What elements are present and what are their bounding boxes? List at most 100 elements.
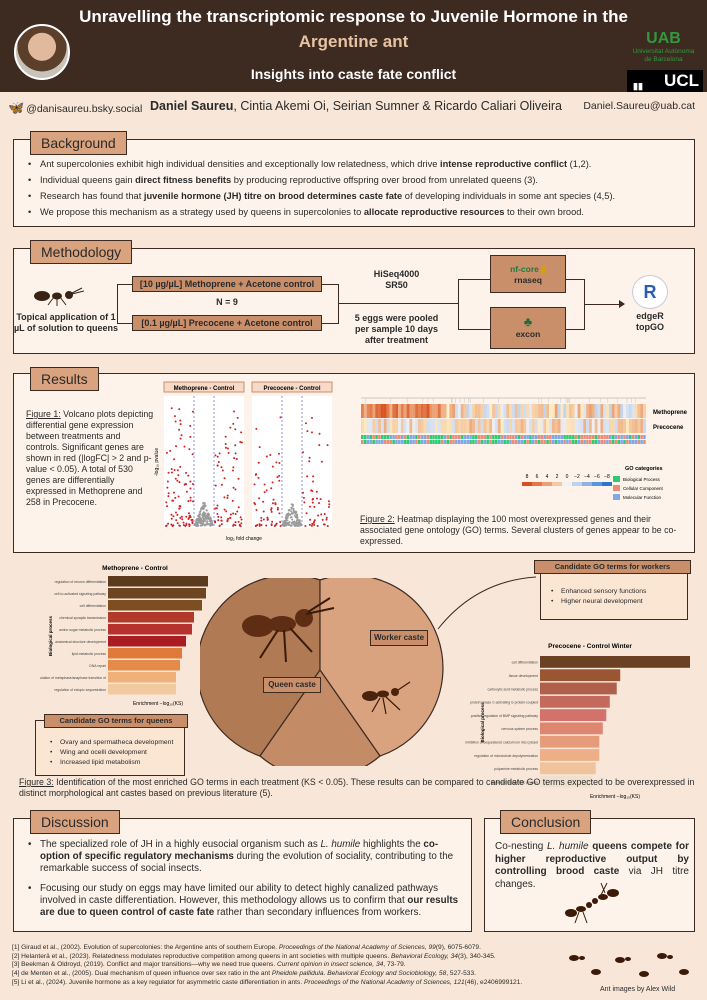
go-annotation-cell	[540, 435, 544, 439]
volcano-point-sig	[223, 508, 226, 511]
volcano-point-sig	[191, 500, 194, 503]
heatmap-cell	[549, 419, 553, 433]
volcano-point-sig	[217, 460, 220, 463]
candidate-go-term: Wing and ocelli development	[50, 749, 180, 756]
discussion-section: The specialized role of JH in a highly e…	[13, 818, 472, 932]
volcano-point-ns	[285, 514, 288, 517]
heatmap-cell	[435, 419, 439, 433]
heatmap-cell	[634, 404, 638, 418]
volcano-point-sig	[226, 494, 229, 497]
go-annotation-cell	[506, 440, 509, 444]
go-annotation-cell	[420, 435, 424, 439]
go-annotation-cell	[500, 440, 504, 444]
go-annotation-cell	[380, 435, 384, 439]
volcano-point-sig	[175, 445, 178, 448]
volcano-point-sig	[174, 477, 177, 480]
heatmap-cell	[363, 404, 367, 418]
go-annotation-cell	[514, 440, 518, 444]
heatmap-scale-label: −4	[584, 474, 590, 480]
volcano-point-sig	[275, 522, 278, 525]
heatmap-cell	[503, 419, 507, 433]
volcano-point-sig	[220, 519, 223, 522]
conclusion-section: Co-nesting L. humile queens compete for …	[484, 818, 695, 932]
volcano-point-sig	[327, 500, 330, 503]
heatmap-cell	[617, 404, 621, 418]
go-annotation-cell	[549, 435, 552, 439]
volcano-point-ns	[206, 522, 209, 525]
volcano-point-ns	[291, 518, 294, 521]
go-annotation-cell	[640, 435, 643, 439]
enrichment-bar	[108, 648, 182, 659]
volcano-point-sig	[312, 497, 315, 500]
go-annotation-cell	[597, 440, 601, 444]
heatmap-cell	[591, 419, 595, 433]
volcano-point-sig	[172, 491, 175, 494]
bluesky-handle[interactable]: 🦋@danisaureu.bsky.social	[8, 100, 143, 115]
volcano-point-sig	[232, 466, 235, 469]
heatmap-cell	[475, 419, 478, 433]
reference-item: [3] Beekman & Oldroyd, (2019). Conflict …	[12, 961, 406, 969]
go-annotation-cell	[560, 440, 564, 444]
go-annotation-cell	[637, 440, 640, 444]
conclusion-title: Conclusion	[500, 810, 592, 834]
heatmap-cell	[540, 419, 544, 433]
go-annotation-cell	[386, 435, 390, 439]
heatmap-cell	[523, 419, 527, 433]
volcano-point-sig	[270, 523, 273, 526]
heatmap-cell	[597, 404, 601, 418]
go-annotation-cell	[472, 435, 475, 439]
go-annotation-cell	[418, 435, 421, 439]
go-annotation-cell	[597, 435, 601, 439]
heatmap-cell	[526, 404, 530, 418]
go-term-label: amino sugar metabolic process	[59, 628, 106, 632]
volcano-point-sig	[178, 481, 181, 484]
volcano-x-label: log₂ fold change	[226, 536, 262, 542]
go-annotation-cell	[620, 440, 623, 444]
volcano-point-sig	[214, 520, 217, 523]
volcano-point-sig	[260, 519, 263, 522]
heatmap-cell	[520, 419, 524, 433]
heatmap-cell	[631, 404, 635, 418]
volcano-point-sig	[234, 524, 237, 527]
volcano-point-sig	[325, 516, 328, 519]
go-annotation-cell	[429, 435, 432, 439]
volcano-point-sig	[258, 446, 261, 449]
go-annotation-cell	[435, 440, 438, 444]
volcano-point-ns	[209, 522, 212, 525]
heatmap-scale-swatch	[602, 482, 612, 486]
go-annotation-cell	[469, 440, 472, 444]
go-annotation-cell	[623, 435, 626, 439]
heatmap-scale-swatch	[592, 482, 602, 486]
heatmap-cell	[532, 404, 535, 418]
go-annotation-cell	[623, 440, 626, 444]
go-annotation-cell	[557, 440, 561, 444]
go-annotation-cell	[620, 435, 623, 439]
heatmap-cell	[506, 404, 510, 418]
volcano-point-sig	[187, 512, 190, 515]
volcano-point-sig	[165, 451, 168, 454]
volcano-point-sig	[308, 460, 311, 463]
conclusion-text: Co-nesting L. humile queens compete for …	[495, 841, 690, 890]
volcano-point-sig	[269, 454, 272, 457]
volcano-point-sig	[317, 514, 320, 517]
go-annotation-cell	[540, 440, 544, 444]
go-annotation-cell	[497, 435, 501, 439]
author-email[interactable]: Daniel.Saureu@uab.cat	[583, 100, 695, 112]
heatmap-cell	[452, 404, 456, 418]
volcano-point-sig	[262, 518, 265, 521]
uab-logo: UAB Universitat Autònoma de Barcelona	[632, 30, 695, 63]
heatmap-cell	[418, 404, 421, 418]
volcano-point-sig	[191, 521, 194, 524]
go-annotation-cell	[366, 435, 370, 439]
volcano-point-sig	[226, 496, 229, 499]
volcano-point-sig	[318, 432, 321, 435]
volcano-point-sig	[223, 496, 226, 499]
volcano-point-sig	[224, 446, 227, 449]
go-annotation-cell	[480, 435, 484, 439]
heatmap-cell	[375, 419, 379, 433]
go-annotation-cell	[591, 440, 595, 444]
heatmap-cell	[449, 419, 453, 433]
go-annotation-cell	[426, 440, 430, 444]
heatmap-cell	[583, 419, 587, 433]
